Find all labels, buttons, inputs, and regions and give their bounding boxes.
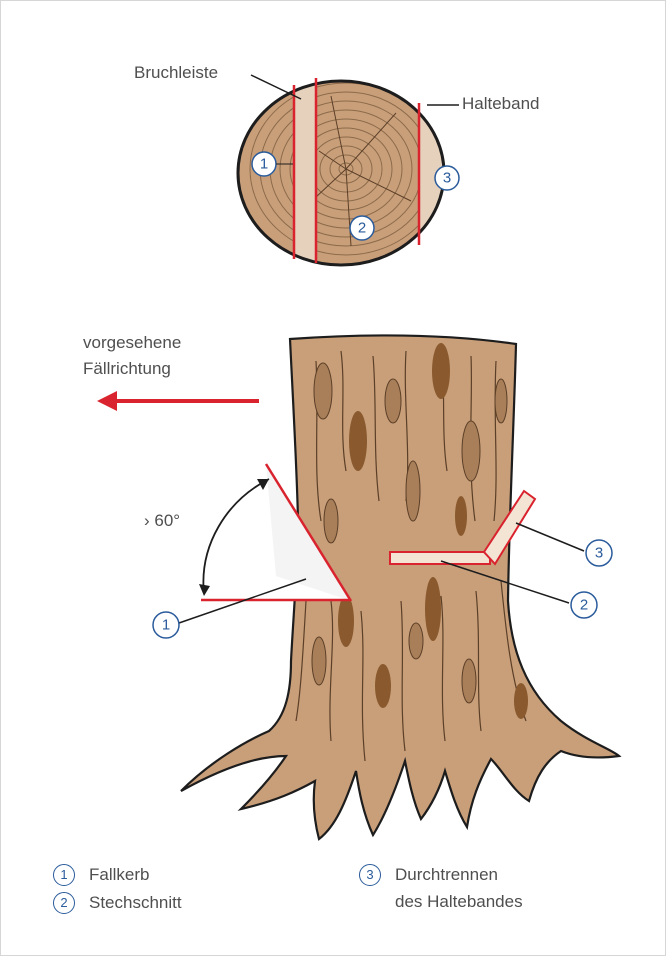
label-direction-line2: Fällrichtung bbox=[83, 359, 171, 378]
label-direction-line1: vorgesehene bbox=[83, 333, 181, 352]
svg-text:3: 3 bbox=[595, 545, 603, 562]
legend-item-fallkerb: 1 Fallkerb bbox=[53, 861, 182, 889]
tree-trunk: › 60° 1 2 3 bbox=[144, 335, 619, 839]
legend-text-stechschnitt: Stechschnitt bbox=[89, 890, 182, 916]
felling-direction: vorgesehene Fällrichtung bbox=[83, 333, 259, 411]
marker-2-top: 2 bbox=[350, 216, 374, 240]
direction-arrow-head bbox=[97, 391, 117, 411]
stump-cross-section: Bruchleiste Halteband 1 2 3 bbox=[134, 63, 540, 281]
svg-text:1: 1 bbox=[162, 617, 170, 634]
legend-left: 1 Fallkerb 2 Stechschnitt bbox=[53, 861, 182, 917]
legend-text-fallkerb: Fallkerb bbox=[89, 862, 149, 888]
legend-number-2: 2 bbox=[53, 892, 75, 914]
label-halteband: Halteband bbox=[462, 94, 540, 113]
marker-3-top: 3 bbox=[435, 166, 459, 190]
svg-text:3: 3 bbox=[443, 170, 451, 187]
svg-text:2: 2 bbox=[358, 220, 366, 237]
label-bruchleiste: Bruchleiste bbox=[134, 63, 218, 82]
legend-text-haltebandes: des Haltebandes bbox=[359, 889, 523, 915]
svg-text:1: 1 bbox=[260, 156, 268, 173]
marker-1-trunk: 1 bbox=[153, 612, 179, 638]
legend-right: 3 Durchtrennen des Haltebandes bbox=[359, 861, 523, 915]
marker-2-trunk: 2 bbox=[571, 592, 597, 618]
legend-number-1: 1 bbox=[53, 864, 75, 886]
legend-number-3: 3 bbox=[359, 864, 381, 886]
label-angle: › 60° bbox=[144, 511, 180, 530]
svg-text:2: 2 bbox=[580, 597, 588, 614]
marker-3-trunk: 3 bbox=[586, 540, 612, 566]
legend-item-durchtrennen: 3 Durchtrennen bbox=[359, 861, 523, 889]
legend-item-stechschnitt: 2 Stechschnitt bbox=[53, 889, 182, 917]
legend-text-durchtrennen: Durchtrennen bbox=[395, 862, 498, 888]
